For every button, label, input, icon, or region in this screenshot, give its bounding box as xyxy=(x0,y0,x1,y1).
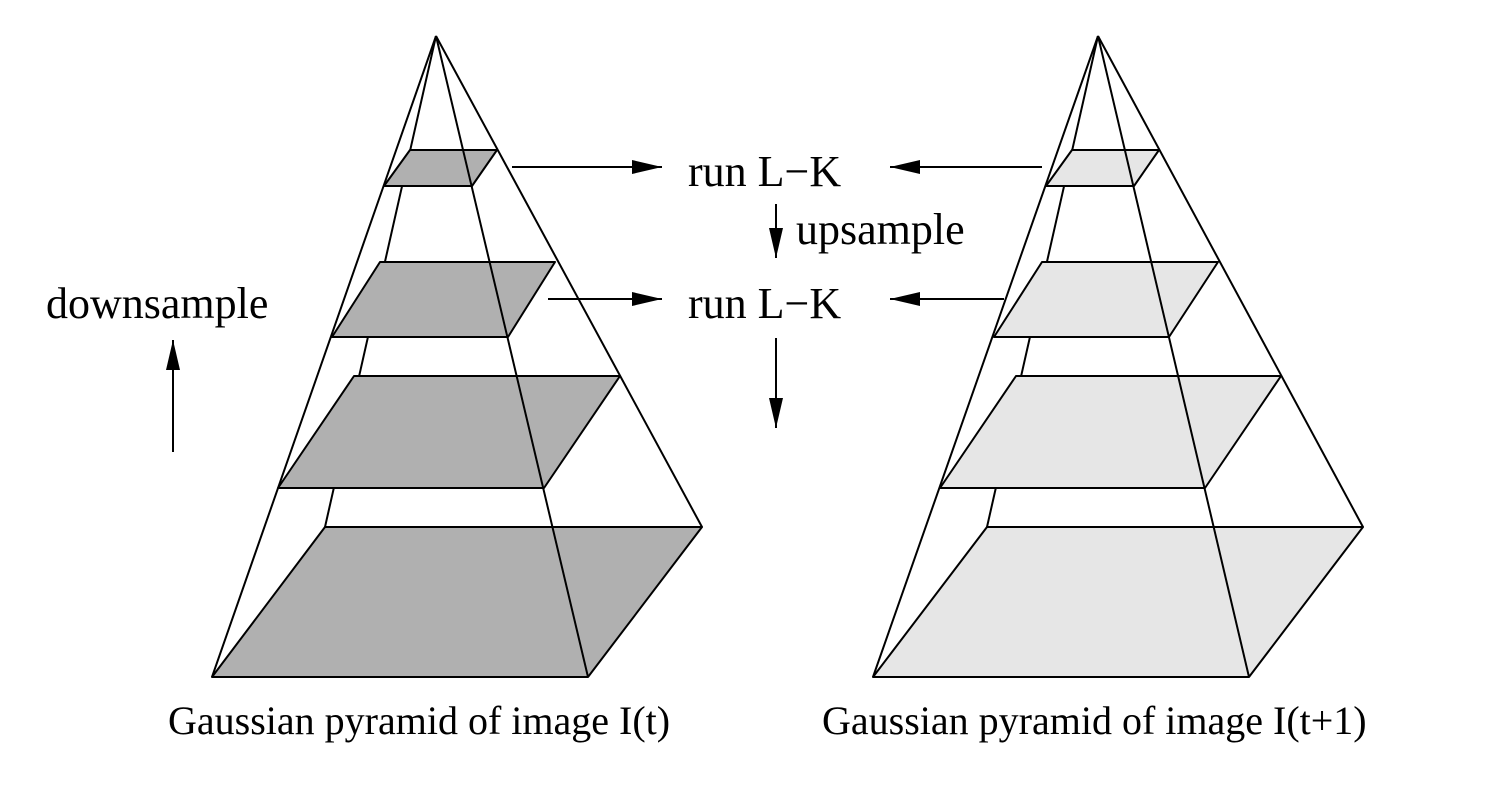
caption-left: Gaussian pyramid of image I(t) xyxy=(168,698,670,743)
upsample-label: upsample xyxy=(796,205,965,254)
pyramid-right-level-0 xyxy=(872,526,1364,678)
pyramid-left-level-3 xyxy=(383,149,498,187)
pyramid-left-level-0 xyxy=(211,526,703,678)
pyramid-right-level-3 xyxy=(1045,149,1160,187)
pyramid-left-level-1 xyxy=(277,375,621,489)
pyramid-right-level-1 xyxy=(939,375,1282,489)
pyramid-right-edge-fr xyxy=(1097,35,1250,678)
pyramid-left-edge-br xyxy=(435,35,703,528)
run-lk-top-label: run L−K xyxy=(688,147,841,196)
run-lk-mid-label: run L−K xyxy=(688,279,841,328)
pyramid-left xyxy=(211,35,703,678)
pyramid-left-edge-fr xyxy=(435,35,589,678)
pyramid-left-edge-fl xyxy=(211,35,437,678)
pyramid-right-level-2 xyxy=(993,261,1219,338)
pyramid-right-edge-br xyxy=(1097,35,1364,528)
pyramid-left-level-2 xyxy=(331,261,556,338)
caption-right: Gaussian pyramid of image I(t+1) xyxy=(822,698,1367,743)
pyramid-right xyxy=(872,35,1364,678)
pyramid-right-edge-fl xyxy=(872,35,1099,678)
downsample-label: downsample xyxy=(46,279,268,328)
